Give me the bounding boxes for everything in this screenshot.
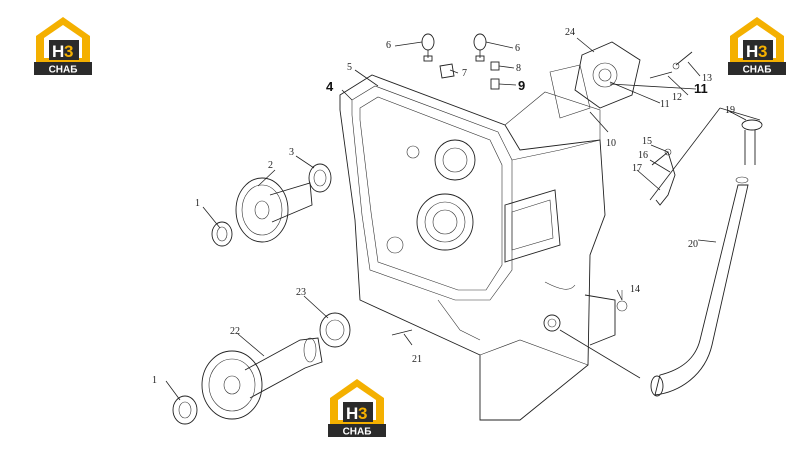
fastener-bolts [649,51,693,79]
callout-17: 17 [632,163,642,174]
callout-leader-lines [165,37,761,401]
lower-gear-shaft-assembly [172,312,351,425]
callout-21: 21 [412,354,422,365]
callout-19: 19 [725,105,735,116]
callout-24: 24 [565,27,575,38]
control-valve-assembly [549,41,641,119]
logo-mark: H 3 СНАБ [728,17,786,76]
callout-6-left: 6 [386,40,391,51]
logo-glyph-3: 3 [358,404,367,423]
callout-1-lower: 1 [152,375,157,386]
callout-10: 10 [606,138,616,149]
logo-caption: СНАБ [343,427,372,438]
logo-glyph-h: H [346,404,358,423]
logo-mark: H 3 СНАБ [328,379,386,438]
logo-glyph-3: 3 [758,42,767,61]
logo-caption: СНАБ [743,65,772,76]
callout-11-large: 11 [694,81,708,96]
callout-15: 15 [642,136,652,147]
callout-8: 8 [516,63,521,74]
callout-14: 14 [630,284,640,295]
transmission-housing [339,74,616,421]
callout-7: 7 [462,68,467,79]
logo-caption: СНАБ [49,65,78,76]
dowel-pin [391,329,413,336]
logo-mark: H 3 СНАБ [34,17,92,76]
callout-5: 5 [347,62,352,73]
logo-glyph-h: H [746,42,758,61]
brand-logo-top-left: H 3 СНАБ [30,14,96,76]
brand-logo-bottom: H 3 СНАБ [324,376,390,438]
callout-numbers: 1 2 3 4 5 6 6 7 8 9 10 11 11 12 13 14 15… [152,27,735,386]
callout-2: 2 [268,160,273,171]
dipstick-and-filler-tube [616,119,763,397]
logo-glyph-3: 3 [64,42,73,61]
callout-3: 3 [289,147,294,158]
brand-logo-top-right: H 3 СНАБ [724,14,790,76]
callout-23: 23 [296,287,306,298]
callout-4: 4 [326,79,334,94]
upper-gear-shaft-assembly [211,163,332,247]
callout-12: 12 [672,92,682,103]
callout-11-small: 11 [660,99,670,110]
callout-1-upper: 1 [195,198,200,209]
callout-20: 20 [688,239,698,250]
logo-glyph-h: H [52,42,64,61]
callout-6-right: 6 [515,43,520,54]
callout-13: 13 [702,73,712,84]
callout-22: 22 [230,326,240,337]
callout-9: 9 [518,78,525,93]
callout-16: 16 [638,150,648,161]
